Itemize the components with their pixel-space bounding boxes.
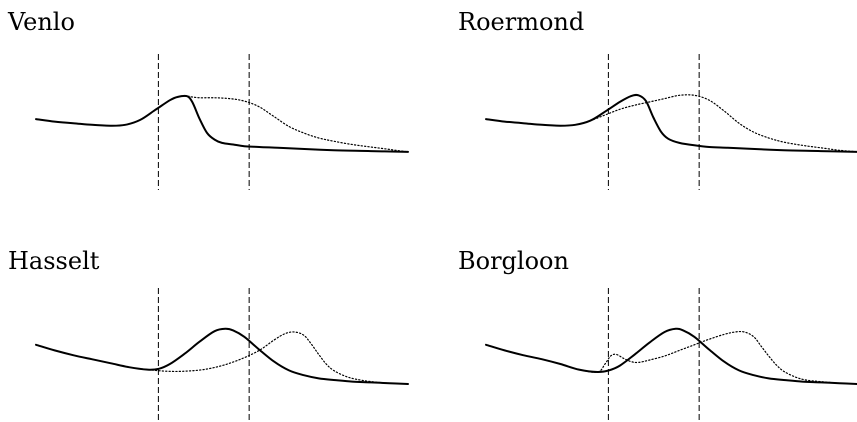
panel-venlo: Venlo — [7, 8, 409, 190]
panel-title: Venlo — [7, 8, 75, 36]
panel-title: Hasselt — [8, 247, 100, 275]
panel-title: Borgloon — [458, 247, 569, 275]
panel-hasselt: Hasselt — [8, 247, 409, 422]
panel-title: Roermond — [458, 8, 584, 36]
panel-roermond: Roermond — [458, 8, 857, 190]
series-line-solid — [35, 94, 409, 153]
series-line-dotted — [485, 94, 857, 153]
panel-plot — [485, 288, 857, 422]
series-line-dotted — [485, 330, 857, 385]
series-line-dotted — [35, 95, 409, 153]
series-line-dotted — [35, 331, 409, 385]
series-line-solid — [485, 93, 857, 153]
panel-plot — [485, 54, 857, 190]
series-line-solid — [35, 327, 409, 385]
panel-borgloon: Borgloon — [458, 247, 857, 422]
series-line-solid — [485, 327, 857, 385]
panel-plot — [35, 54, 409, 190]
panel-plot — [35, 288, 409, 422]
